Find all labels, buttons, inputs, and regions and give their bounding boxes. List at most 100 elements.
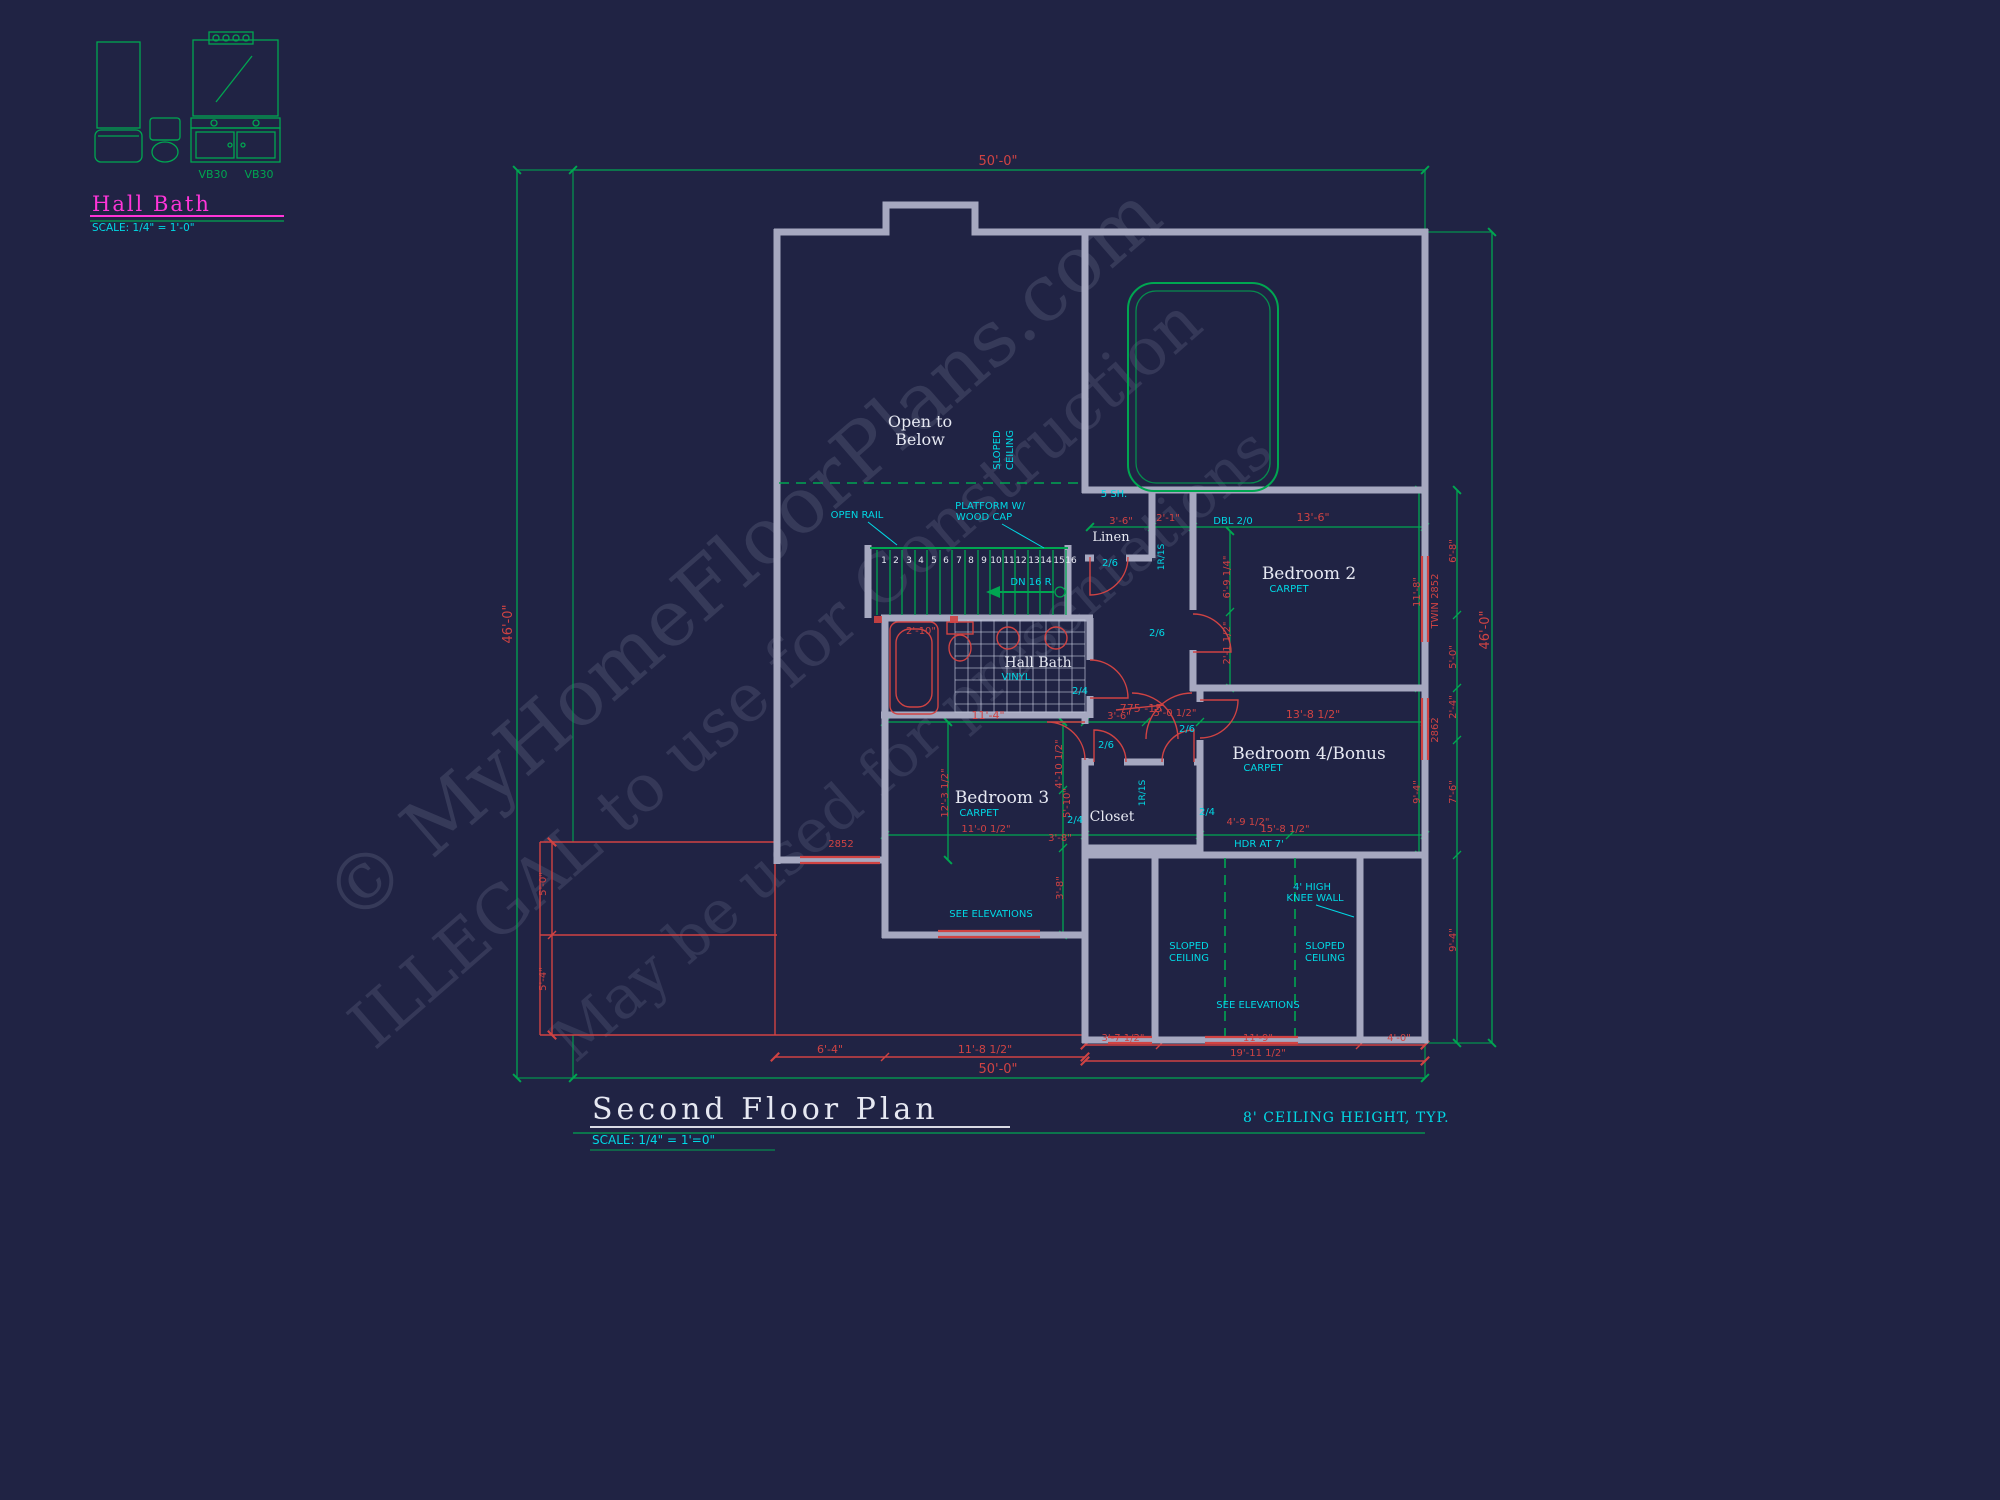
watermark-layer: © MyHomeFloorPlans.com ILLEGAL to use fo… [307, 169, 1285, 1076]
label-dim-5-10: 5'-10" [1062, 788, 1073, 818]
door-swings [1046, 556, 1239, 763]
label-note-sloped-1b: CEILING [1169, 953, 1209, 964]
label-note-sloped-2b: CEILING [1305, 953, 1345, 964]
label-win-twin-2852: TWIN 2852 [1430, 573, 1441, 629]
label-dim-5-0-r: 5'-0" [1448, 645, 1459, 669]
hall-bath-inset: Hall Bath SCALE: 1/4" = 1'-0" [90, 31, 284, 234]
label-room-hall-bath-floor: VINYL [1002, 672, 1031, 683]
label-stair-7: 7 [956, 556, 962, 566]
label-win-2862: 2862 [1430, 717, 1441, 742]
label-dim-5-0-l: 5'-0" [538, 872, 549, 896]
label-dim-6-9-quarter: 6'-9 1/4" [1222, 556, 1233, 599]
label-dim-3-8-a: 3'-8" [1048, 833, 1072, 844]
label-dim-7-6: 7'-6" [1448, 780, 1459, 804]
label-room-closet: Closet [1090, 809, 1135, 825]
bath-elevation-drawing [94, 31, 281, 163]
bedroom3-door-arc [1046, 721, 1086, 761]
label-room-linen: Linen [1092, 530, 1130, 545]
red-dimension-lines [539, 837, 1430, 1066]
closet-door-arc [1161, 729, 1195, 763]
label-dim-right-46: 46'-0" [1478, 610, 1493, 649]
label-door-2-4-b: 2/4 [1199, 807, 1215, 818]
label-room-hall-bath: Hall Bath [1004, 655, 1071, 671]
label-note-hdr-7: HDR AT 7' [1234, 839, 1284, 850]
label-stair-16: 16 [1065, 556, 1077, 566]
label-dim-3-8-b: 3'-8" [1055, 876, 1066, 900]
label-door-2-6-b: 2/6 [1149, 628, 1165, 639]
label-dim-4-9-half: 4'-9 1/2" [1227, 817, 1270, 828]
label-note-sloped-vert-2: CEILING [1005, 430, 1016, 470]
leader-lines [867, 521, 1355, 918]
label-room-bedroom4-floor: CARPET [1243, 763, 1283, 774]
label-stair-14: 14 [1040, 556, 1052, 566]
label-dim-4-0: 4'-0" [1387, 1033, 1411, 1044]
bedroom4-door-arc [1199, 699, 1239, 739]
label-dim-bottom-50: 50'-0" [978, 1062, 1017, 1077]
label-note-dbl-2-0: DBL 2/0 [1213, 516, 1252, 527]
wall-layer [773, 201, 1429, 1044]
label-room-bedroom4: Bedroom 4/Bonus [1232, 744, 1385, 764]
label-win-2852: 2852 [828, 839, 853, 850]
label-rev-775: 775 -15 [1120, 702, 1162, 715]
label-stair-8: 8 [968, 556, 974, 566]
label-dim-3-7-half: 3'-7 1/2" [1102, 1033, 1145, 1044]
hall-bath-floor [954, 619, 1086, 713]
label-dim-2-1: 2'-1" [1156, 513, 1180, 524]
toilet-icon [946, 621, 974, 635]
label-dim-6-8: 6'-8" [1448, 539, 1459, 563]
label-note-1r1s-a: 1R/1S [1157, 543, 1167, 570]
label-stair-11: 11 [1003, 556, 1014, 566]
label-dim-top-50: 50'-0" [978, 154, 1017, 169]
label-dim-13-8-half: 13'-8 1/2" [1286, 708, 1340, 721]
label-stair-2: 2 [893, 556, 899, 566]
bathtub-icon [889, 621, 939, 715]
label-stair-1: 1 [881, 556, 887, 566]
page-title: Second Floor Plan [592, 1092, 939, 1127]
label-room-bedroom2-floor: CARPET [1269, 584, 1309, 595]
label-note-knee-2: KNEE WALL [1286, 893, 1344, 904]
label-dim-13-6: 13'-6" [1296, 511, 1329, 524]
label-room-bedroom3-floor: CARPET [959, 808, 999, 819]
label-note-sloped-vert-1: SLOPED [992, 430, 1003, 470]
label-stair-3: 3 [906, 556, 912, 566]
title-block: Second Floor Plan SCALE: 1/4" = 1'=0" 8'… [573, 1092, 1450, 1151]
bath-door-arc [1089, 659, 1129, 699]
label-dim-6-4: 6'-4" [817, 1043, 843, 1056]
label-dim-11-9: 11'-9" [1243, 1033, 1273, 1044]
label-dim-4-10-half: 4'-10 1/2" [1054, 739, 1065, 788]
plan-scale: SCALE: 1/4" = 1'=0" [592, 1133, 715, 1147]
label-door-2-6-d: 2/6 [1179, 724, 1195, 735]
label-dim-5-4-l: 5'-4" [538, 967, 549, 991]
label-room-bedroom2: Bedroom 2 [1262, 564, 1356, 584]
label-stair-4: 4 [918, 556, 924, 566]
ceiling-height-note: 8' CEILING HEIGHT, TYP. [1243, 1110, 1450, 1126]
stair-walls [864, 545, 1072, 618]
bath-fixtures [874, 616, 1068, 715]
label-stair-15: 15 [1053, 556, 1064, 566]
label-dim-2-1-half: 2'-1 1/2" [1222, 622, 1233, 665]
label-dim-19-11-half: 19'-11 1/2" [1230, 1048, 1286, 1059]
label-door-2-4-bath: 2/4 [1072, 686, 1088, 697]
stair-treads [876, 550, 1067, 615]
label-door-2-4-a: 2/4 [1067, 815, 1083, 826]
bedroom3-walls [881, 712, 1089, 939]
label-room-open-below-1: Open to [888, 412, 952, 431]
label-stair-10: 10 [990, 556, 1002, 566]
label-note-open-rail: OPEN RAIL [831, 510, 884, 521]
label-note-dn-16: DN 16 R [1010, 577, 1051, 588]
label-stair-12: 12 [1015, 556, 1026, 566]
roof-below-outline [539, 841, 1085, 1036]
label-dim-5-0-half: 5'-0 1/2" [1154, 708, 1197, 719]
label-note-platform-1: PLATFORM W/ [955, 501, 1025, 512]
hall-bath-walls [881, 614, 1094, 721]
label-vb30-left: VB30 [198, 168, 227, 181]
stair-arrowhead-icon [986, 586, 1000, 598]
knee-wall-rooms [1081, 852, 1428, 1044]
label-dim-3-6-a: 3'-6" [1109, 516, 1133, 527]
sink-icon [1044, 626, 1068, 650]
label-door-2-6-c: 2/6 [1098, 740, 1114, 751]
attic-storage-outline [1127, 282, 1279, 492]
